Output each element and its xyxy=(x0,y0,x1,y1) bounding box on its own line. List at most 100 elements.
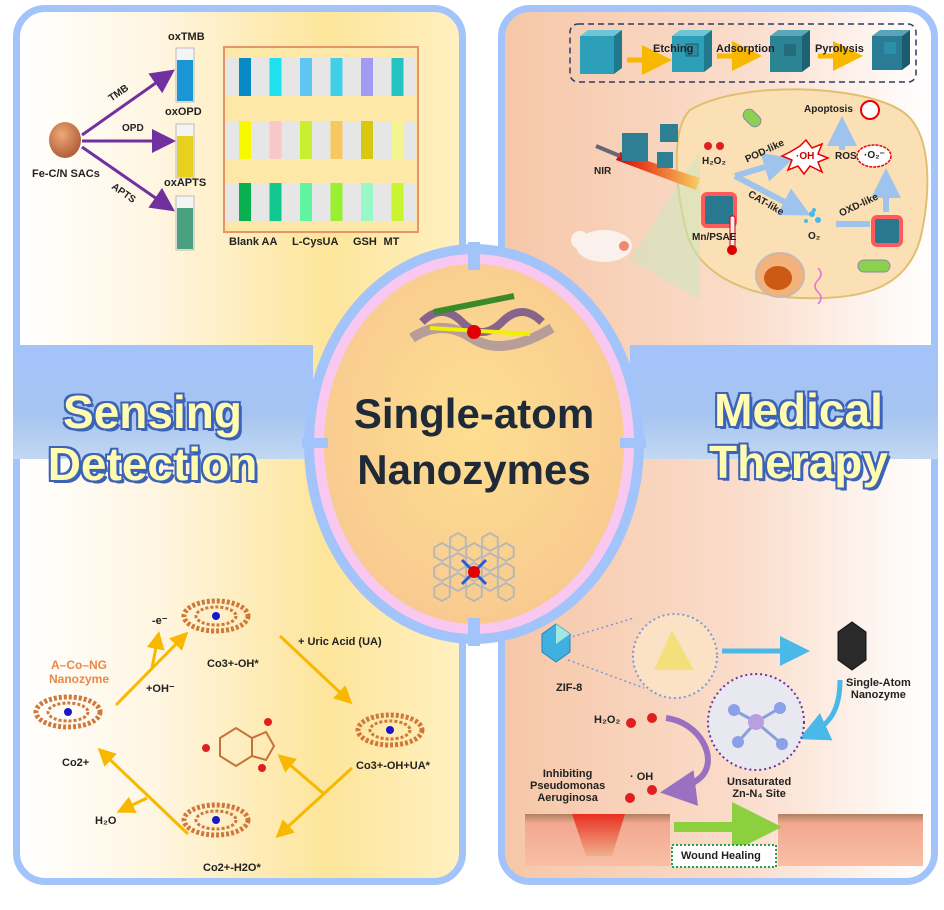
color-band xyxy=(361,183,373,221)
zn-n4-site-label: Unsaturated Zn-N₄ Site xyxy=(727,776,791,800)
nanozyme-name-line2: Nanozyme xyxy=(48,672,110,686)
o2-bubbles-icon xyxy=(804,208,821,223)
pod-arrow xyxy=(734,152,794,182)
product-arrow xyxy=(277,754,325,796)
nir-fiber xyxy=(595,144,621,158)
catalysis-arrow xyxy=(660,715,711,806)
sensing-heading: Sensing Detection xyxy=(30,386,275,490)
sensing-heading-line2: Detection xyxy=(47,438,258,490)
h2o2-label: H₂O₂ xyxy=(702,156,726,167)
sensing-top-diagram xyxy=(49,46,419,251)
site-zoom-arrow xyxy=(798,679,843,741)
inhibiting-line3: Aeruginosa xyxy=(537,792,598,804)
color-band xyxy=(269,58,282,96)
single-atom-nanozyme-line1: Single-Atom xyxy=(846,677,911,689)
substrate-opd-label: OPD xyxy=(122,123,144,134)
color-band xyxy=(330,58,343,96)
single-atom-nanozyme-line2: Nanozyme xyxy=(850,689,906,701)
hydroxyl-label: ·OH xyxy=(796,151,815,162)
catalyst-label: Fe-C/N SACs xyxy=(32,168,100,180)
nir-label: NIR xyxy=(594,166,612,177)
apts-arrow xyxy=(81,145,175,212)
light-cone xyxy=(630,150,700,300)
nanozyme-name-line1: A–Co–NG xyxy=(50,658,107,672)
nanozyme-name: A–Co–NG Nanozyme xyxy=(44,658,114,686)
hydroxyl-label-bottom: · OH xyxy=(630,771,654,783)
color-band xyxy=(391,183,404,221)
ros-label: ROS xyxy=(835,151,857,162)
synthesis-dashed-box xyxy=(569,23,917,83)
therapy-heading-line1: Medical xyxy=(714,384,883,436)
state-co3-oh-label: Co3+-OH* xyxy=(207,658,259,670)
color-band xyxy=(239,121,251,159)
zn-n4-site-line1: Unsaturated xyxy=(727,776,792,788)
water-label: H₂O xyxy=(95,815,117,827)
color-band xyxy=(361,121,373,159)
mitochondria-icon-2 xyxy=(857,259,891,273)
step-etching-label: Etching xyxy=(653,43,694,55)
color-band xyxy=(269,121,282,159)
inhibiting-label: Inhibiting Pseudomonas Aeruginosa xyxy=(530,768,605,804)
mn-psae-label: Mn/PSAE xyxy=(692,232,737,243)
step-adsorption-label: Adsorption xyxy=(716,43,775,55)
product-oxopd-label: oxOPD xyxy=(165,106,202,118)
strip-label: UA xyxy=(322,236,339,248)
single-atom-nanozyme-icon xyxy=(837,621,867,671)
sensing-heading-line1: Sensing xyxy=(63,386,242,438)
sensing-band xyxy=(13,345,313,459)
graphene-single-atom-icon xyxy=(433,531,515,603)
skull-icon xyxy=(860,100,880,120)
h2o2-molecule-icon xyxy=(626,713,657,728)
tmb-arrow xyxy=(81,69,175,137)
adsorbed-cube-icon xyxy=(770,30,810,72)
nir-beam xyxy=(616,152,700,190)
regeneration-arrow xyxy=(97,747,190,836)
zn-n4-structure-icon xyxy=(728,702,788,750)
zif8-label: ZIF-8 xyxy=(556,682,583,694)
wound-healing-label: Wound Healing xyxy=(681,850,761,862)
state-co2-h2o-label: Co2+-H2O* xyxy=(203,862,261,874)
strip-label: AA xyxy=(261,236,278,248)
cuvette-icon xyxy=(175,123,195,179)
nanocube-group-icon xyxy=(622,124,678,168)
wound-icon xyxy=(572,814,625,856)
ua-release-arrow xyxy=(275,766,354,839)
color-band xyxy=(391,58,404,96)
wound-healing-box xyxy=(671,844,777,868)
color-band xyxy=(330,183,343,221)
healed-skin xyxy=(778,814,923,866)
color-band xyxy=(300,121,312,159)
water-release-arrow xyxy=(116,796,148,813)
center-core xyxy=(324,264,624,624)
protein-structure-icon xyxy=(409,293,555,351)
co-graphene-sheet-icon xyxy=(181,802,251,838)
therapy-band xyxy=(630,345,938,459)
co-graphene-sheet-icon xyxy=(355,712,425,748)
cuvette-icon xyxy=(175,47,195,103)
mn-psae-cube-icon xyxy=(701,192,737,228)
sensing-bottom-diagram xyxy=(33,598,425,839)
oxidation-arrow xyxy=(114,631,189,707)
inhibiting-line1: Inhibiting xyxy=(542,768,593,780)
strip-label: Blank xyxy=(229,236,259,248)
strip-label: L-Cys xyxy=(292,236,323,248)
color-band xyxy=(361,58,373,96)
therapy-top-diagram xyxy=(569,23,929,305)
product-oxapts-label: oxAPTS xyxy=(164,177,207,189)
pyrolyzed-cube-icon xyxy=(872,30,910,70)
hydroxide-add-label: +OH⁻ xyxy=(146,683,175,695)
strip-row xyxy=(226,183,416,221)
inhibiting-line2: Pseudomonas xyxy=(530,780,606,792)
therapy-heading: Medical Therapy xyxy=(676,384,921,488)
step-pyrolysis-label: Pyrolysis xyxy=(815,43,864,55)
electron-loss-arrow xyxy=(146,631,165,669)
color-band xyxy=(300,58,312,96)
ua-binding-arrow xyxy=(278,634,353,705)
strip-row xyxy=(226,121,416,159)
apoptosis-label: Apoptosis xyxy=(804,104,853,115)
color-band xyxy=(330,121,343,159)
uric-acid-label: + Uric Acid (UA) xyxy=(298,636,382,648)
color-band xyxy=(269,183,282,221)
co-graphene-sheet-icon xyxy=(33,694,103,730)
